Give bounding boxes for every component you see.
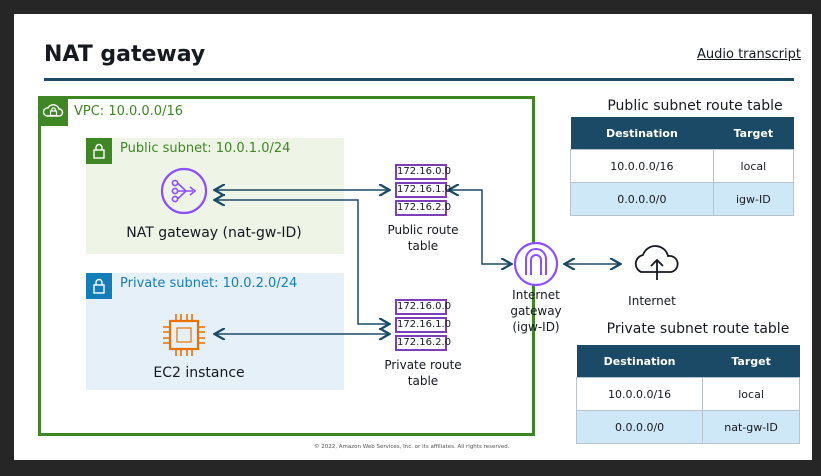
lock-icon xyxy=(93,143,105,159)
column-header-target: Target xyxy=(702,345,800,378)
table-row: 10.0.0.0/16 local xyxy=(570,149,795,183)
column-header-destination: Destination xyxy=(570,117,714,150)
table-row: 0.0.0.0/0 nat-gw-ID xyxy=(575,410,800,444)
page-title: NAT gateway xyxy=(44,42,206,67)
public-subnet-badge xyxy=(86,138,112,164)
private-route-table-grid: Destination Target 10.0.0.0/16 local 0.0… xyxy=(575,345,800,444)
private-rt-entry: 172.16.1.0 xyxy=(395,317,451,333)
cloud-upload-icon xyxy=(634,245,679,280)
connector-arrows xyxy=(14,14,812,460)
internet-label: Internet xyxy=(628,294,676,308)
internet-gateway-icon xyxy=(513,241,559,287)
column-header-destination: Destination xyxy=(576,345,703,378)
table-cell: nat-gw-ID xyxy=(702,410,800,444)
internet-gateway-label: Internet gateway (igw-ID) xyxy=(510,288,562,334)
title-divider xyxy=(44,78,794,81)
public-subnet-label: Public subnet: 10.0.1.0/24 xyxy=(120,141,291,156)
slide: NAT gateway Audio transcript VPC: 10.0.0… xyxy=(14,14,812,460)
chip-icon xyxy=(163,314,205,356)
vpc-badge xyxy=(38,96,68,126)
private-table-title: Private subnet route table xyxy=(606,321,790,337)
private-route-table-label: Private route table xyxy=(384,358,462,388)
private-subnet-badge xyxy=(86,273,112,299)
private-rt-entry: 172.16.2.0 xyxy=(395,335,451,351)
nat-gateway-node[interactable] xyxy=(159,166,209,221)
nat-gateway-icon xyxy=(160,167,208,215)
internet-gateway-node[interactable] xyxy=(512,240,560,293)
table-cell: local xyxy=(702,377,800,411)
table-cell: 10.0.0.0/16 xyxy=(575,377,704,411)
public-table-title: Public subnet route table xyxy=(607,98,783,114)
arrow-nat-to-private-rt xyxy=(216,200,388,324)
table-cell: 10.0.0.0/16 xyxy=(570,149,714,183)
table-row: 10.0.0.0/16 local xyxy=(575,377,800,411)
audio-transcript-link[interactable]: Audio transcript xyxy=(697,47,801,62)
internet-node[interactable] xyxy=(626,236,688,291)
ec2-instance-label: EC2 instance xyxy=(153,365,245,381)
public-rt-entry: 172.16.2.0 xyxy=(395,200,451,216)
public-rt-entry: 172.16.1.0 xyxy=(395,182,451,198)
table-cell: 0.0.0.0/0 xyxy=(575,410,704,444)
ec2-instance-node[interactable] xyxy=(159,310,209,365)
cloud-lock-icon xyxy=(42,104,64,117)
lock-icon xyxy=(93,278,105,294)
table-cell: igw-ID xyxy=(712,182,795,216)
arrow-public-rt-to-igw xyxy=(450,190,510,264)
public-route-table-grid: Destination Target 10.0.0.0/16 local 0.0… xyxy=(570,117,795,216)
table-row: 0.0.0.0/0 igw-ID xyxy=(570,182,795,216)
public-rt-entry: 172.16.0.0 xyxy=(395,164,451,180)
private-rt-entry: 172.16.0.0 xyxy=(395,299,451,315)
table-cell: local xyxy=(712,149,795,183)
vpc-label: VPC: 10.0.0.0/16 xyxy=(74,104,183,119)
table-cell: 0.0.0.0/0 xyxy=(570,182,714,216)
public-route-table-label: Public route table xyxy=(387,223,459,253)
copyright-notice: © 2022, Amazon Web Services, Inc. or its… xyxy=(314,444,510,450)
column-header-target: Target xyxy=(713,117,794,150)
